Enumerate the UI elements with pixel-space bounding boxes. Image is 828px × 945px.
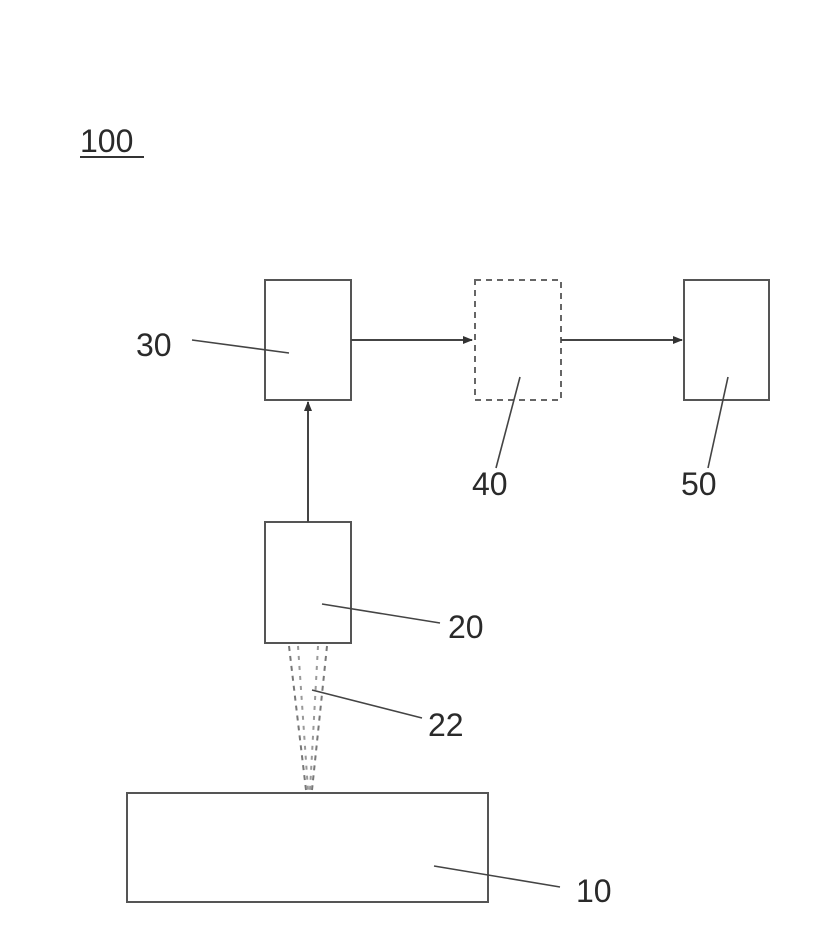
figure-title: 100 — [80, 123, 133, 159]
label-40: 40 — [472, 466, 508, 502]
leader-20 — [322, 604, 440, 623]
leader-50 — [708, 377, 728, 468]
box-30 — [265, 280, 351, 400]
label-30: 30 — [136, 327, 172, 363]
leader-22 — [312, 690, 422, 718]
box-20 — [265, 522, 351, 643]
box-10 — [127, 793, 488, 902]
label-50: 50 — [681, 466, 717, 502]
label-10: 10 — [576, 873, 612, 909]
beam-22 — [289, 646, 327, 790]
leader-10 — [434, 866, 560, 887]
leader-40 — [496, 377, 520, 468]
label-20: 20 — [448, 609, 484, 645]
label-22: 22 — [428, 707, 464, 743]
leader-30 — [192, 340, 289, 353]
